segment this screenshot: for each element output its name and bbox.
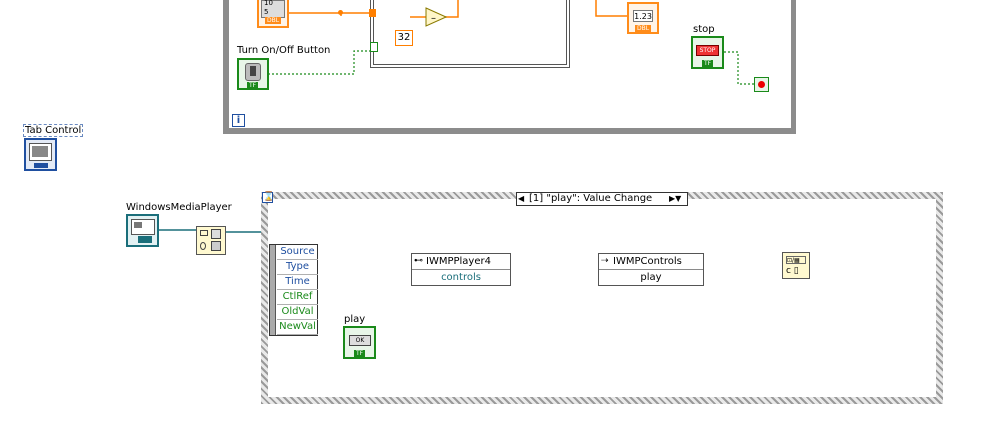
inner-structure-frame bbox=[370, 0, 570, 68]
event-data-item[interactable]: CtlRef bbox=[277, 290, 318, 305]
numeric-indicator[interactable]: 1.23 DBL bbox=[627, 2, 659, 34]
constant-32-value: 32 bbox=[397, 32, 411, 43]
iwmpcontrols-title: ⇢ IWMPControls bbox=[599, 254, 703, 270]
stop-text: STOP bbox=[699, 47, 716, 54]
tunnel-square bbox=[369, 9, 376, 17]
tab-control-terminal[interactable] bbox=[24, 138, 57, 171]
wmp-terminal[interactable] bbox=[126, 214, 159, 247]
tab-control-label: Tab Control bbox=[23, 124, 84, 137]
event-data-item[interactable]: Type bbox=[277, 260, 318, 275]
play-terminal[interactable]: OK TF bbox=[343, 326, 376, 359]
controls-property[interactable]: controls bbox=[441, 272, 481, 283]
invoke-node-icon: ⇢ bbox=[601, 256, 609, 266]
iteration-terminal: i bbox=[232, 114, 245, 127]
bool-tunnel bbox=[370, 42, 378, 52]
iwmpplayer4-title: ⊷ IWMPPlayer4 bbox=[412, 254, 510, 270]
stop-tf-label: TF bbox=[702, 60, 714, 67]
ten-pow-label: 10 bbox=[264, 0, 273, 7]
svg-text:–: – bbox=[431, 13, 436, 24]
turn-tf-label: TF bbox=[247, 82, 259, 89]
loop-condition-terminal[interactable] bbox=[754, 77, 769, 92]
event-selector[interactable]: ◀ [1] "play": Value Change ▶▼ bbox=[516, 192, 688, 206]
iwmpplayer4-property-node[interactable]: ⊷ IWMPPlayer4 controls bbox=[411, 253, 511, 286]
event-data-item[interactable]: Time bbox=[277, 275, 318, 290]
stop-label: stop bbox=[693, 24, 715, 35]
event-data-item[interactable]: Source bbox=[277, 245, 318, 260]
turn-button-label: Turn On/Off Button bbox=[237, 45, 331, 56]
selector-text: [1] "play": Value Change bbox=[529, 193, 653, 204]
selector-decrement-icon[interactable]: ◀ bbox=[518, 194, 525, 203]
five-label: 5 bbox=[264, 8, 269, 16]
iteration-i: i bbox=[236, 115, 241, 126]
while-loop-frame bbox=[223, 0, 796, 134]
turn-button-terminal[interactable]: TF bbox=[237, 58, 269, 90]
timeout-hourglass-icon[interactable]: ⌛ bbox=[262, 192, 275, 203]
subtract-node[interactable]: – bbox=[425, 7, 447, 27]
iwmpcontrols-invoke-node[interactable]: ⇢ IWMPControls play bbox=[598, 253, 704, 286]
event-structure-hatch bbox=[261, 192, 943, 404]
property-node-icon: ⊷ bbox=[414, 256, 423, 266]
to-more-generic-node[interactable] bbox=[196, 226, 226, 255]
constant-32[interactable]: 32 bbox=[395, 30, 413, 46]
wmp-label: WindowsMediaPlayer bbox=[126, 202, 232, 213]
junction-dot bbox=[338, 10, 343, 15]
event-data-item[interactable]: OldVal bbox=[277, 305, 318, 320]
play-method[interactable]: play bbox=[640, 272, 662, 283]
event-data-item[interactable]: NewVal bbox=[277, 320, 318, 335]
indicator-123-value: 1.23 bbox=[634, 12, 652, 21]
indicator-dbl-label: DBL bbox=[635, 25, 652, 32]
numeric-slide-control[interactable]: 10 5 DBL bbox=[257, 0, 289, 28]
play-label: play bbox=[344, 314, 366, 325]
dbl-label: DBL bbox=[265, 17, 282, 24]
stop-terminal[interactable]: STOP TF bbox=[691, 36, 724, 69]
play-tf-label: TF bbox=[354, 350, 366, 357]
close-reference-node[interactable]: ⊡/▦ c ▯ bbox=[782, 252, 810, 279]
ok-text: OK bbox=[355, 337, 365, 344]
selector-increment-icon[interactable]: ▶▼ bbox=[669, 194, 682, 203]
